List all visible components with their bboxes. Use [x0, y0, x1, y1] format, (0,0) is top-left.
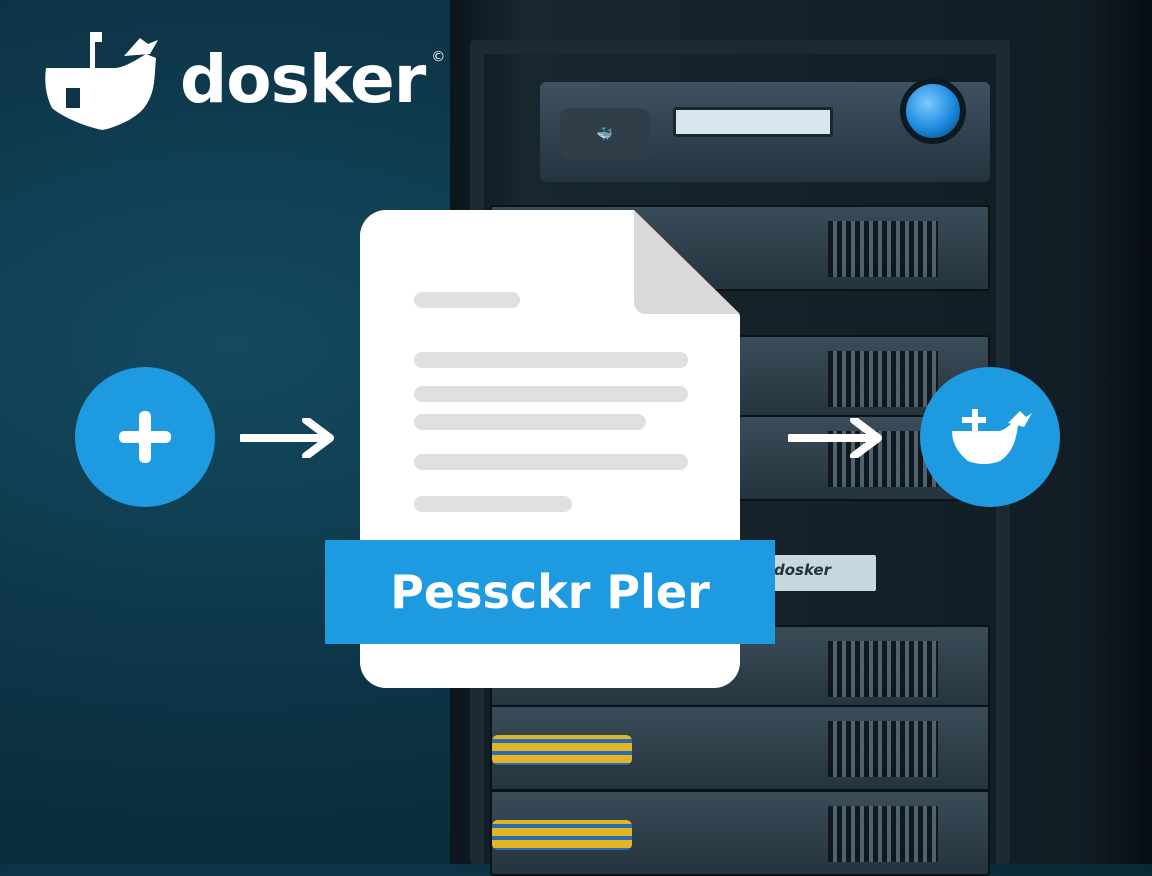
text-line-placeholder: [414, 352, 688, 368]
brand-name: dosker: [180, 41, 426, 118]
plus-circle-button: [75, 367, 215, 507]
whale-logo-icon: [952, 409, 1032, 464]
network-cables: [492, 820, 632, 850]
rack-label: dosker: [770, 555, 876, 591]
arrow-right-icon: [240, 418, 334, 458]
text-line-placeholder: [414, 414, 646, 430]
plus-icon: [119, 411, 171, 463]
text-line-placeholder: [414, 454, 688, 470]
text-line-placeholder: [414, 496, 572, 512]
power-knob: [900, 78, 966, 144]
rack-badge-logo-icon: 🐳: [596, 126, 614, 142]
document-banner: Pessckr Pler: [325, 540, 775, 644]
network-cables: [492, 735, 632, 765]
rack-server-unit: [490, 705, 990, 791]
brand-logo: dosker ©: [44, 30, 445, 130]
copyright-mark: ©: [431, 49, 446, 65]
vent-grill: [828, 641, 938, 697]
rack-badge: 🐳: [560, 108, 650, 160]
vent-grill: [828, 221, 938, 277]
rack-server-unit: [490, 790, 990, 876]
whale-circle-badge: [920, 367, 1060, 507]
text-line-placeholder: [414, 292, 520, 308]
rack-lcd: [673, 107, 833, 137]
whale-ship-logo-icon: [45, 32, 158, 130]
vent-grill: [828, 806, 938, 862]
vent-grill: [828, 721, 938, 777]
arrow-right-icon: [788, 418, 882, 458]
text-line-placeholder: [414, 386, 688, 402]
vent-grill: [828, 351, 938, 407]
